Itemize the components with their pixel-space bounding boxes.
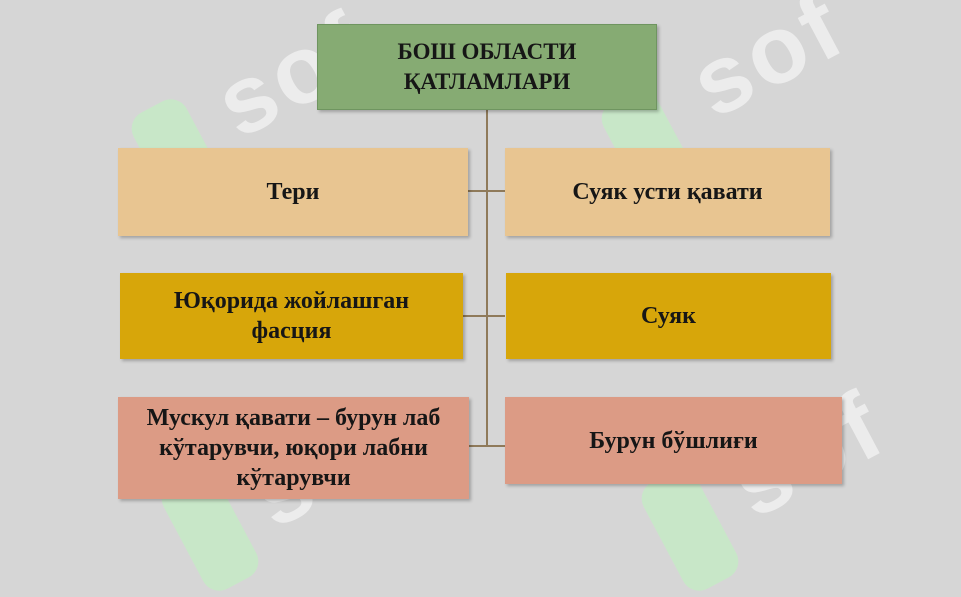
- connector-left-1: [467, 190, 487, 192]
- layer-box-nasal-cavity: Бурун бўшлиғи: [505, 397, 842, 484]
- layer-label: Мускул қавати – бурун лаб кўтарувчи, юқо…: [146, 405, 441, 491]
- connector-left-3: [468, 445, 487, 447]
- connector-right-2: [487, 315, 505, 317]
- layer-box-skin: Тери: [118, 148, 468, 236]
- layer-label: Суяк усти қавати: [572, 179, 763, 205]
- layer-label: Суяк: [641, 303, 696, 329]
- layer-box-bone: Суяк: [506, 273, 831, 359]
- watermark-text: sof: [673, 0, 862, 139]
- layer-label: Бурун бўшлиғи: [589, 427, 758, 454]
- connector-left-2: [462, 315, 487, 317]
- connector-trunk: [486, 110, 488, 446]
- layer-box-periosteum: Суяк усти қавати: [505, 148, 830, 236]
- layer-box-muscle: Мускул қавати – бурун лаб кўтарувчи, юқо…: [118, 397, 469, 499]
- connector-right-1: [487, 190, 505, 192]
- layer-label: Тери: [266, 179, 320, 205]
- layer-label: Юқорида жойлашган фасция: [173, 288, 410, 344]
- connector-right-3: [487, 445, 505, 447]
- diagram-title: БОШ ОБЛАСТИ ҚАТЛАМЛАРИ: [397, 39, 577, 94]
- diagram-title-box: БОШ ОБЛАСТИ ҚАТЛАМЛАРИ: [317, 24, 657, 110]
- layer-box-fascia: Юқорида жойлашган фасция: [120, 273, 463, 359]
